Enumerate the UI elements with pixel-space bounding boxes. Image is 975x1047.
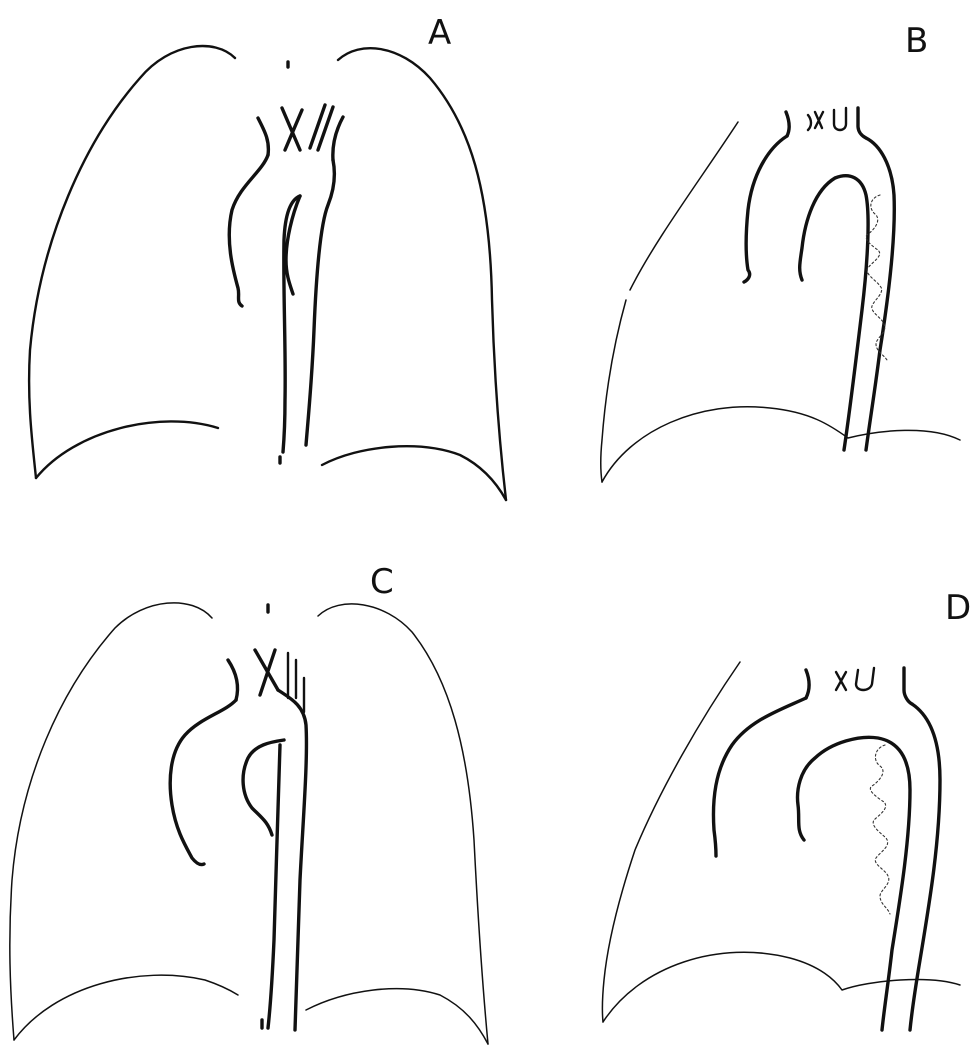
panel-label-a: A	[428, 13, 451, 53]
panel-a-vessel-2	[282, 108, 300, 150]
panel-a-aortic-knob	[306, 160, 334, 445]
panel-c: C	[10, 562, 488, 1044]
panel-b: B	[601, 21, 960, 482]
panel-d-diaphragm	[603, 952, 960, 1022]
panel-c-right-lung-outline	[10, 603, 212, 1040]
panel-c-descending-inner	[268, 745, 280, 1028]
panel-d-ascending-aorta-outer	[713, 698, 806, 856]
panel-d-arch-outer	[910, 704, 940, 1030]
panel-a-vessel-6	[333, 117, 343, 160]
panel-b-vessel-5	[858, 108, 866, 138]
panel-label-b: B	[905, 21, 928, 61]
panel-d-vessel-1	[836, 672, 846, 690]
panel-b-vessel-1	[808, 115, 811, 130]
panel-d-vessel-4	[904, 668, 912, 704]
panel-a-vessel-5	[318, 107, 333, 150]
panel-c-vessel-1	[228, 660, 238, 700]
panel-b-vessel-3	[834, 108, 846, 130]
panel-c-right-mediastinal-border	[170, 700, 236, 865]
panel-c-vessel-3	[260, 650, 275, 695]
panel-d: D	[602, 588, 971, 1030]
panel-a-vessel-1	[258, 118, 268, 155]
panel-b-arch-outer	[866, 138, 894, 450]
panel-b-arch-inner	[800, 176, 868, 450]
panel-c-left-diaphragm	[306, 989, 488, 1044]
panel-a-right-diaphragm	[36, 421, 218, 478]
panel-a-right-lung-outline	[29, 46, 235, 478]
panel-label-c: C	[370, 562, 394, 602]
panel-label-d: D	[945, 588, 971, 628]
panel-a-descending-aorta-inner	[283, 196, 300, 452]
panel-a-left-lung-outline	[338, 48, 506, 500]
panel-a-left-diaphragm	[322, 446, 506, 500]
panel-d-esophagus-dotted	[870, 745, 890, 914]
panel-b-anterior-chest-wall	[630, 122, 738, 290]
panel-b-vessel-2	[815, 112, 823, 128]
panel-b-ascending-aorta-outer	[744, 136, 787, 282]
panel-b-vessel-4	[786, 112, 789, 136]
panel-a: A	[29, 13, 506, 500]
panel-c-left-lung-outline	[318, 604, 488, 1044]
panel-c-right-diaphragm	[14, 975, 238, 1040]
panel-d-anterior-chest-wall	[602, 662, 740, 1022]
panel-b-diaphragm	[602, 407, 960, 482]
panel-a-vessel-4	[310, 105, 325, 148]
panel-d-vessel-3	[806, 670, 809, 698]
panel-a-right-mediastinal-border	[229, 155, 268, 306]
panel-a-vessel-3	[285, 110, 302, 150]
panel-d-vessel-2	[856, 668, 874, 690]
